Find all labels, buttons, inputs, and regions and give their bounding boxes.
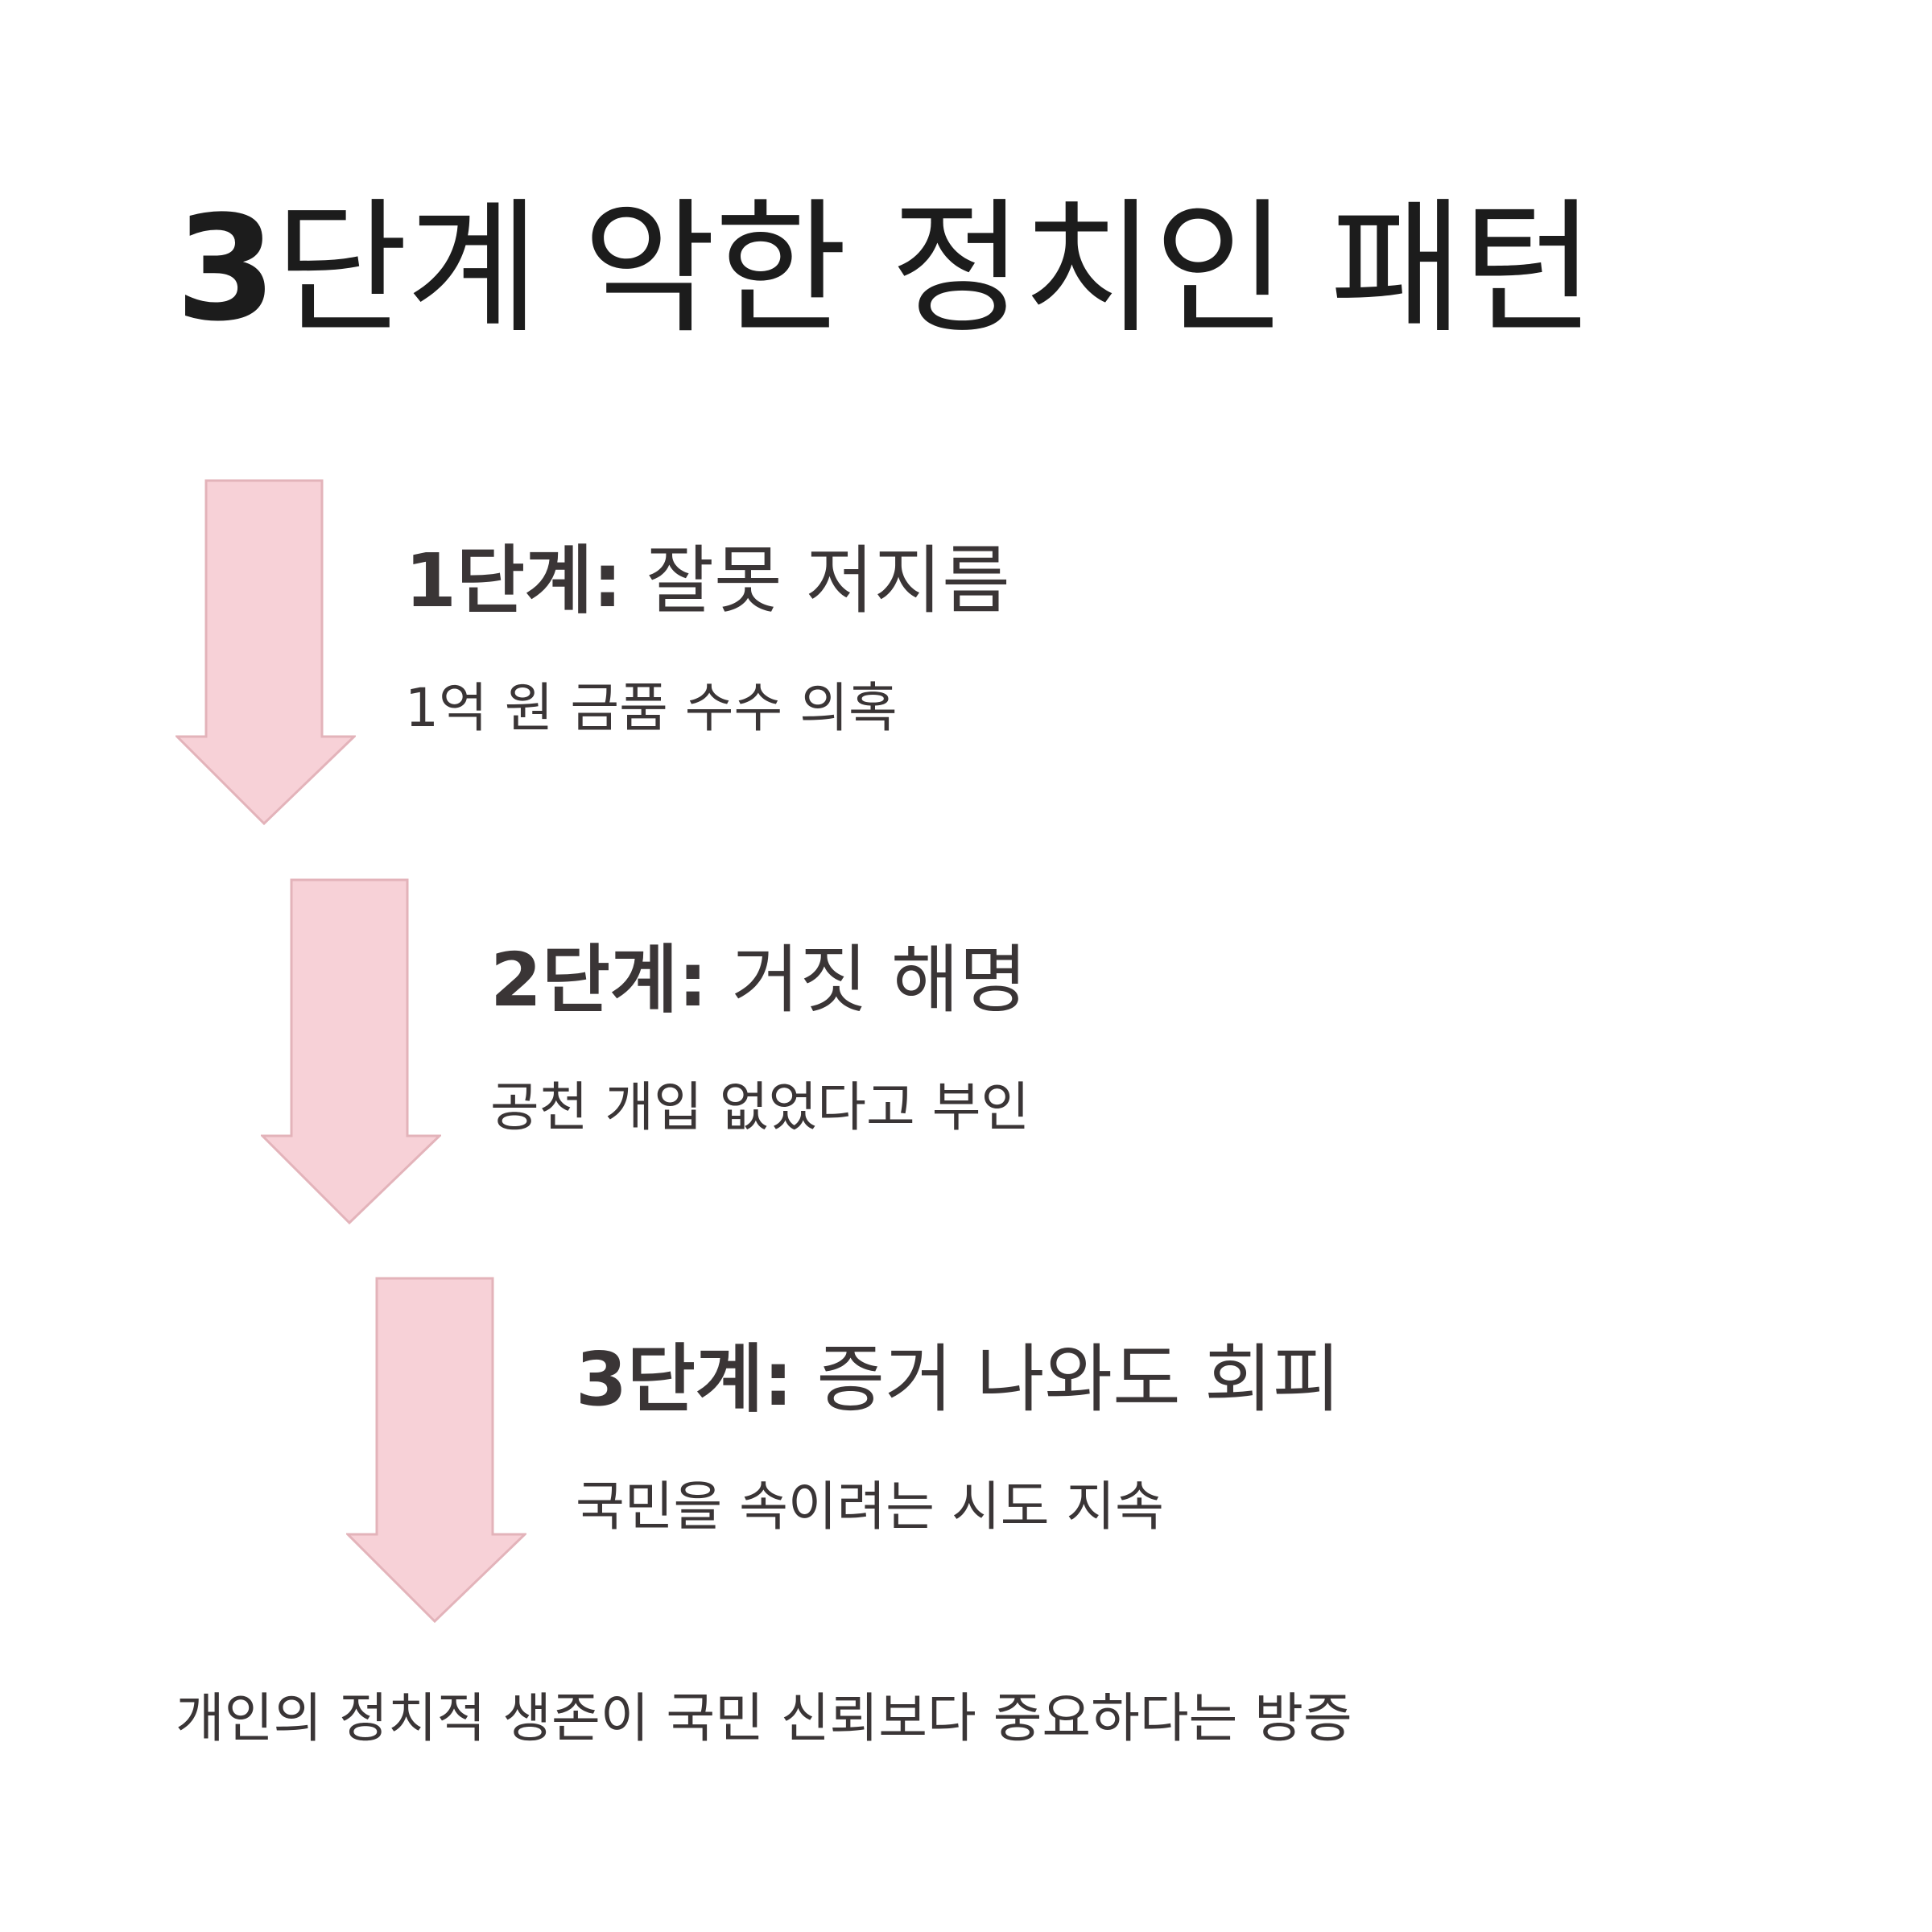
step-1-description: 1억 원 금품 수수 의혹 [405, 677, 898, 739]
down-arrow-icon [346, 1277, 526, 1623]
down-arrow-icon [261, 878, 441, 1224]
step-1-title: 잘못 저지름 [622, 538, 1010, 624]
page-title: 3단계 악한 정치인 패턴 [175, 181, 1595, 358]
step-1-label: 단계: [456, 538, 623, 624]
step-2-label: 단계: [542, 937, 708, 1023]
step-2-heading: 2단계: 거짓 해명 [490, 936, 1027, 1025]
title-number: 3 [175, 185, 276, 353]
step-3-title: 증거 나와도 회피 [793, 1336, 1341, 1422]
title-text: 단계 악한 정치인 패턴 [275, 185, 1595, 353]
step-3-description: 국민을 속이려는 시도 지속 [576, 1476, 1164, 1538]
step-2-number: 2 [490, 937, 543, 1023]
step-3-label: 단계: [627, 1336, 794, 1422]
step-2-title: 거짓 해명 [708, 937, 1028, 1023]
step-1-number: 1 [405, 538, 457, 624]
down-arrow-icon [175, 479, 356, 825]
step-3-number: 3 [576, 1336, 628, 1422]
step-2-description: 공천 개입 없었다고 부인 [490, 1076, 1030, 1138]
step-3-heading: 3단계: 증거 나와도 회피 [576, 1335, 1340, 1424]
step-1-heading: 1단계: 잘못 저지름 [405, 537, 1010, 625]
conclusion-text: 개인의 정치적 생존이 국민 신뢰보다 중요하다는 방증 [175, 1687, 1352, 1749]
